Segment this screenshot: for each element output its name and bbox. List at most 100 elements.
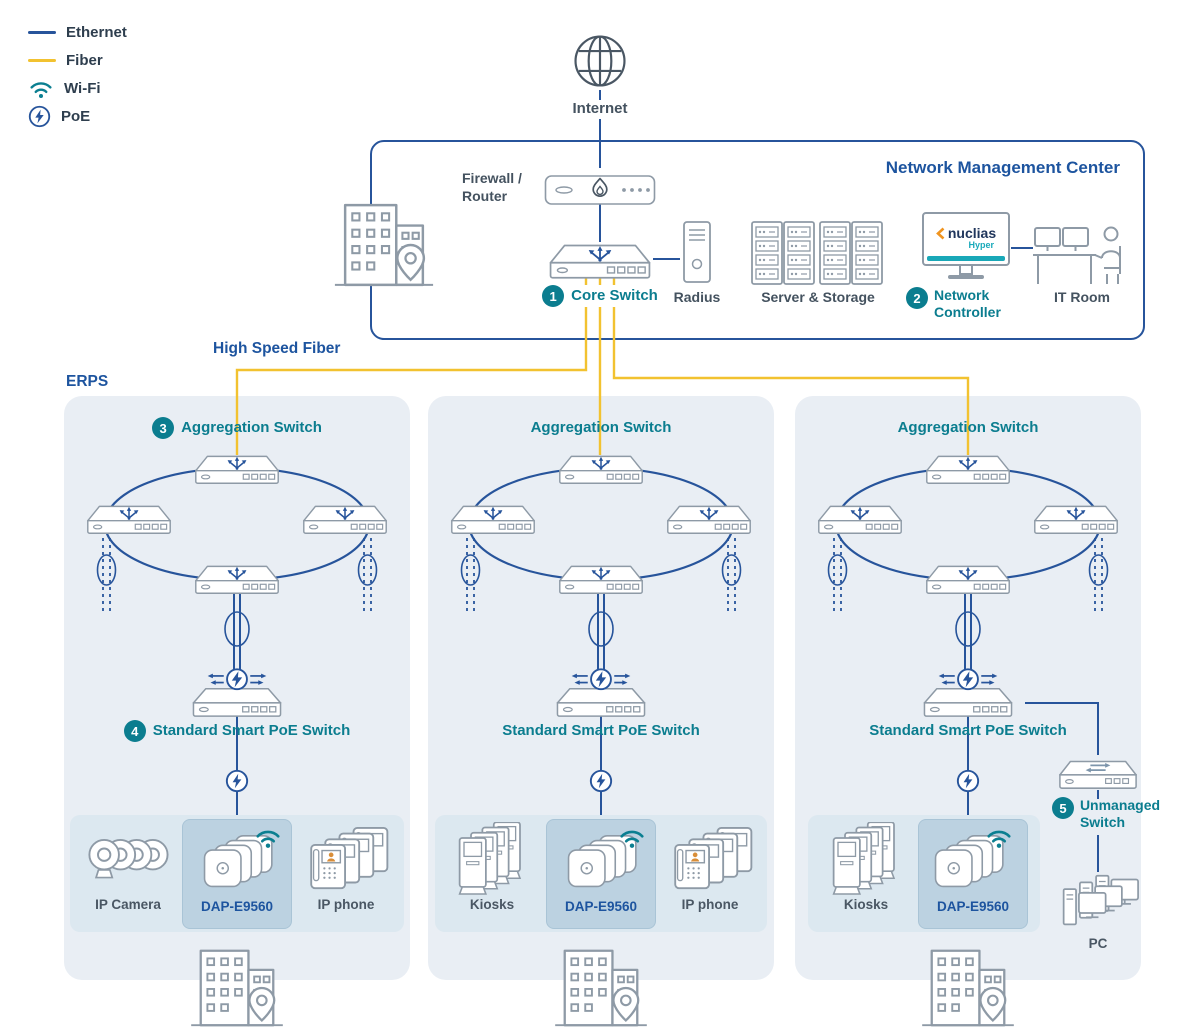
- nmc-title: Network Management Center: [885, 158, 1120, 177]
- internet-globe-icon: [571, 32, 629, 90]
- high-speed-fiber-label: High Speed Fiber: [213, 340, 341, 357]
- aggregation-switch-icon: [302, 500, 388, 536]
- device-label: IP phone: [681, 897, 739, 912]
- poe-switch-badge: 4: [123, 720, 146, 742]
- poe-switch-label: Standard Smart PoE Switch: [152, 722, 351, 739]
- firewall-label-line2: Router: [462, 187, 508, 204]
- fiber-line-swatch: [28, 58, 56, 62]
- monitor-stand: [959, 266, 973, 275]
- dap-label: DAP-E9560: [936, 899, 1010, 914]
- aggregation-switch-icon: [817, 500, 903, 536]
- legend-label-fiber: Fiber: [66, 51, 103, 69]
- dap-label: DAP-E9560: [200, 899, 274, 914]
- aggregation-switch-icon: [194, 450, 280, 486]
- kiosk-icon: [824, 822, 908, 896]
- network-controller-label-row: 2 Network Controller: [906, 287, 1036, 321]
- internet-label: Internet: [552, 100, 648, 119]
- unmanaged-switch-label-line1: Unmanaged: [1079, 797, 1161, 813]
- poe-switch-label: Standard Smart PoE Switch: [869, 722, 1067, 739]
- server-rack-icon: [850, 220, 884, 286]
- device-label: Kiosks: [469, 897, 515, 912]
- device-label: IP phone: [317, 897, 375, 912]
- network-controller-label-line2: Controller: [934, 304, 1001, 320]
- building-icon: [332, 200, 436, 290]
- legend-label-wifi: Wi-Fi: [64, 79, 101, 97]
- ip-phone-icon: [663, 826, 757, 892]
- legend: Ethernet Fiber Wi-Fi PoE: [28, 18, 178, 130]
- poe-switch-icon: [544, 666, 658, 719]
- pc-stack-icon: [1054, 870, 1142, 933]
- dap-label: DAP-E9560: [564, 899, 638, 914]
- branch-1-poe-label-row: 4 Standard Smart PoE Switch: [64, 720, 410, 742]
- erps-label: ERPS: [66, 373, 109, 390]
- radius-label: Radius: [673, 289, 721, 305]
- building-icon: [920, 946, 1016, 1030]
- device-label: IP Camera: [95, 897, 161, 912]
- building-icon: [553, 946, 649, 1030]
- aggregation-switch-label: Aggregation Switch: [897, 419, 1039, 436]
- wifi-icon: [618, 826, 646, 849]
- branch-3-poe-label-row: Standard Smart PoE Switch: [795, 720, 1141, 742]
- server-rack-icon: [818, 220, 852, 286]
- aggregation-switch-badge: 3: [152, 417, 175, 439]
- legend-label-poe: PoE: [61, 107, 91, 125]
- aggregation-switch-icon: [925, 450, 1011, 486]
- poe-switch-label: Standard Smart PoE Switch: [502, 722, 700, 739]
- network-controller-label-line1: Network: [934, 287, 990, 303]
- aggregation-switch-icon: [558, 450, 644, 486]
- legend-row-wifi: Wi-Fi: [28, 74, 178, 102]
- aggregation-switch-label: Aggregation Switch: [181, 419, 322, 436]
- poe-badge-icon: [956, 769, 980, 793]
- poe-switch-icon: [911, 666, 1025, 719]
- aggregation-switch-icon: [450, 500, 536, 536]
- branch-1-aggregation-label-row: 3 Aggregation Switch: [64, 417, 410, 439]
- aggregation-switch-icon: [558, 560, 644, 596]
- aggregation-switch-icon: [925, 560, 1011, 596]
- it-room-label: IT Room: [1054, 289, 1110, 305]
- ip-camera-icon: [80, 828, 176, 889]
- poe-badge-icon: [589, 769, 613, 793]
- firewall-router-icon: [544, 167, 656, 207]
- radius-server-icon: [681, 220, 713, 286]
- firewall-router-label: Firewall / Router: [462, 170, 542, 205]
- pc-label: PC: [1088, 936, 1108, 951]
- firewall-label-line1: Firewall /: [462, 170, 522, 186]
- unmanaged-switch-label: Unmanaged Switch: [1080, 797, 1160, 831]
- server-rack-icon: [782, 220, 816, 286]
- unmanaged-switch-icon: [1058, 751, 1138, 793]
- nuclias-screen: nuclias Hyper: [922, 212, 1010, 266]
- legend-label-ethernet: Ethernet: [66, 23, 127, 41]
- network-controller-monitor: nuclias Hyper: [922, 212, 1010, 279]
- building-icon: [189, 946, 285, 1030]
- poe-icon: [28, 105, 51, 128]
- core-switch-label: Core Switch: [571, 287, 658, 304]
- core-switch-badge: 1: [542, 285, 565, 307]
- monitor-base: [948, 275, 984, 279]
- legend-row-poe: PoE: [28, 102, 178, 130]
- branch-3-aggregation-label-row: Aggregation Switch: [795, 417, 1141, 439]
- wifi-icon: [254, 826, 282, 849]
- server-rack-icon: [750, 220, 784, 286]
- aggregation-switch-icon: [1033, 500, 1119, 536]
- branch-2-aggregation-label-row: Aggregation Switch: [428, 417, 774, 439]
- aggregation-switch-icon: [86, 500, 172, 536]
- core-switch-icon: [548, 238, 652, 281]
- poe-switch-icon: [180, 666, 294, 719]
- nuclias-screen-bar: [927, 256, 1005, 261]
- network-controller-label: Network Controller: [934, 287, 1001, 321]
- poe-badge-icon: [225, 769, 249, 793]
- network-controller-badge: 2: [906, 287, 928, 309]
- server-storage-label: Server & Storage: [761, 289, 875, 305]
- nuclias-chevron-icon: [935, 227, 945, 239]
- nuclias-brand: nuclias: [947, 225, 997, 241]
- aggregation-switch-icon: [666, 500, 752, 536]
- nuclias-sub-label: Hyper: [968, 240, 994, 250]
- branch-2-poe-label-row: Standard Smart PoE Switch: [428, 720, 774, 742]
- legend-row-fiber: Fiber: [28, 46, 178, 74]
- aggregation-switch-label: Aggregation Switch: [530, 419, 672, 436]
- kiosk-icon: [450, 822, 534, 896]
- aggregation-switch-icon: [194, 560, 280, 596]
- device-label: Kiosks: [843, 897, 889, 912]
- unmanaged-switch-label-row: 5 Unmanaged Switch: [1036, 797, 1176, 831]
